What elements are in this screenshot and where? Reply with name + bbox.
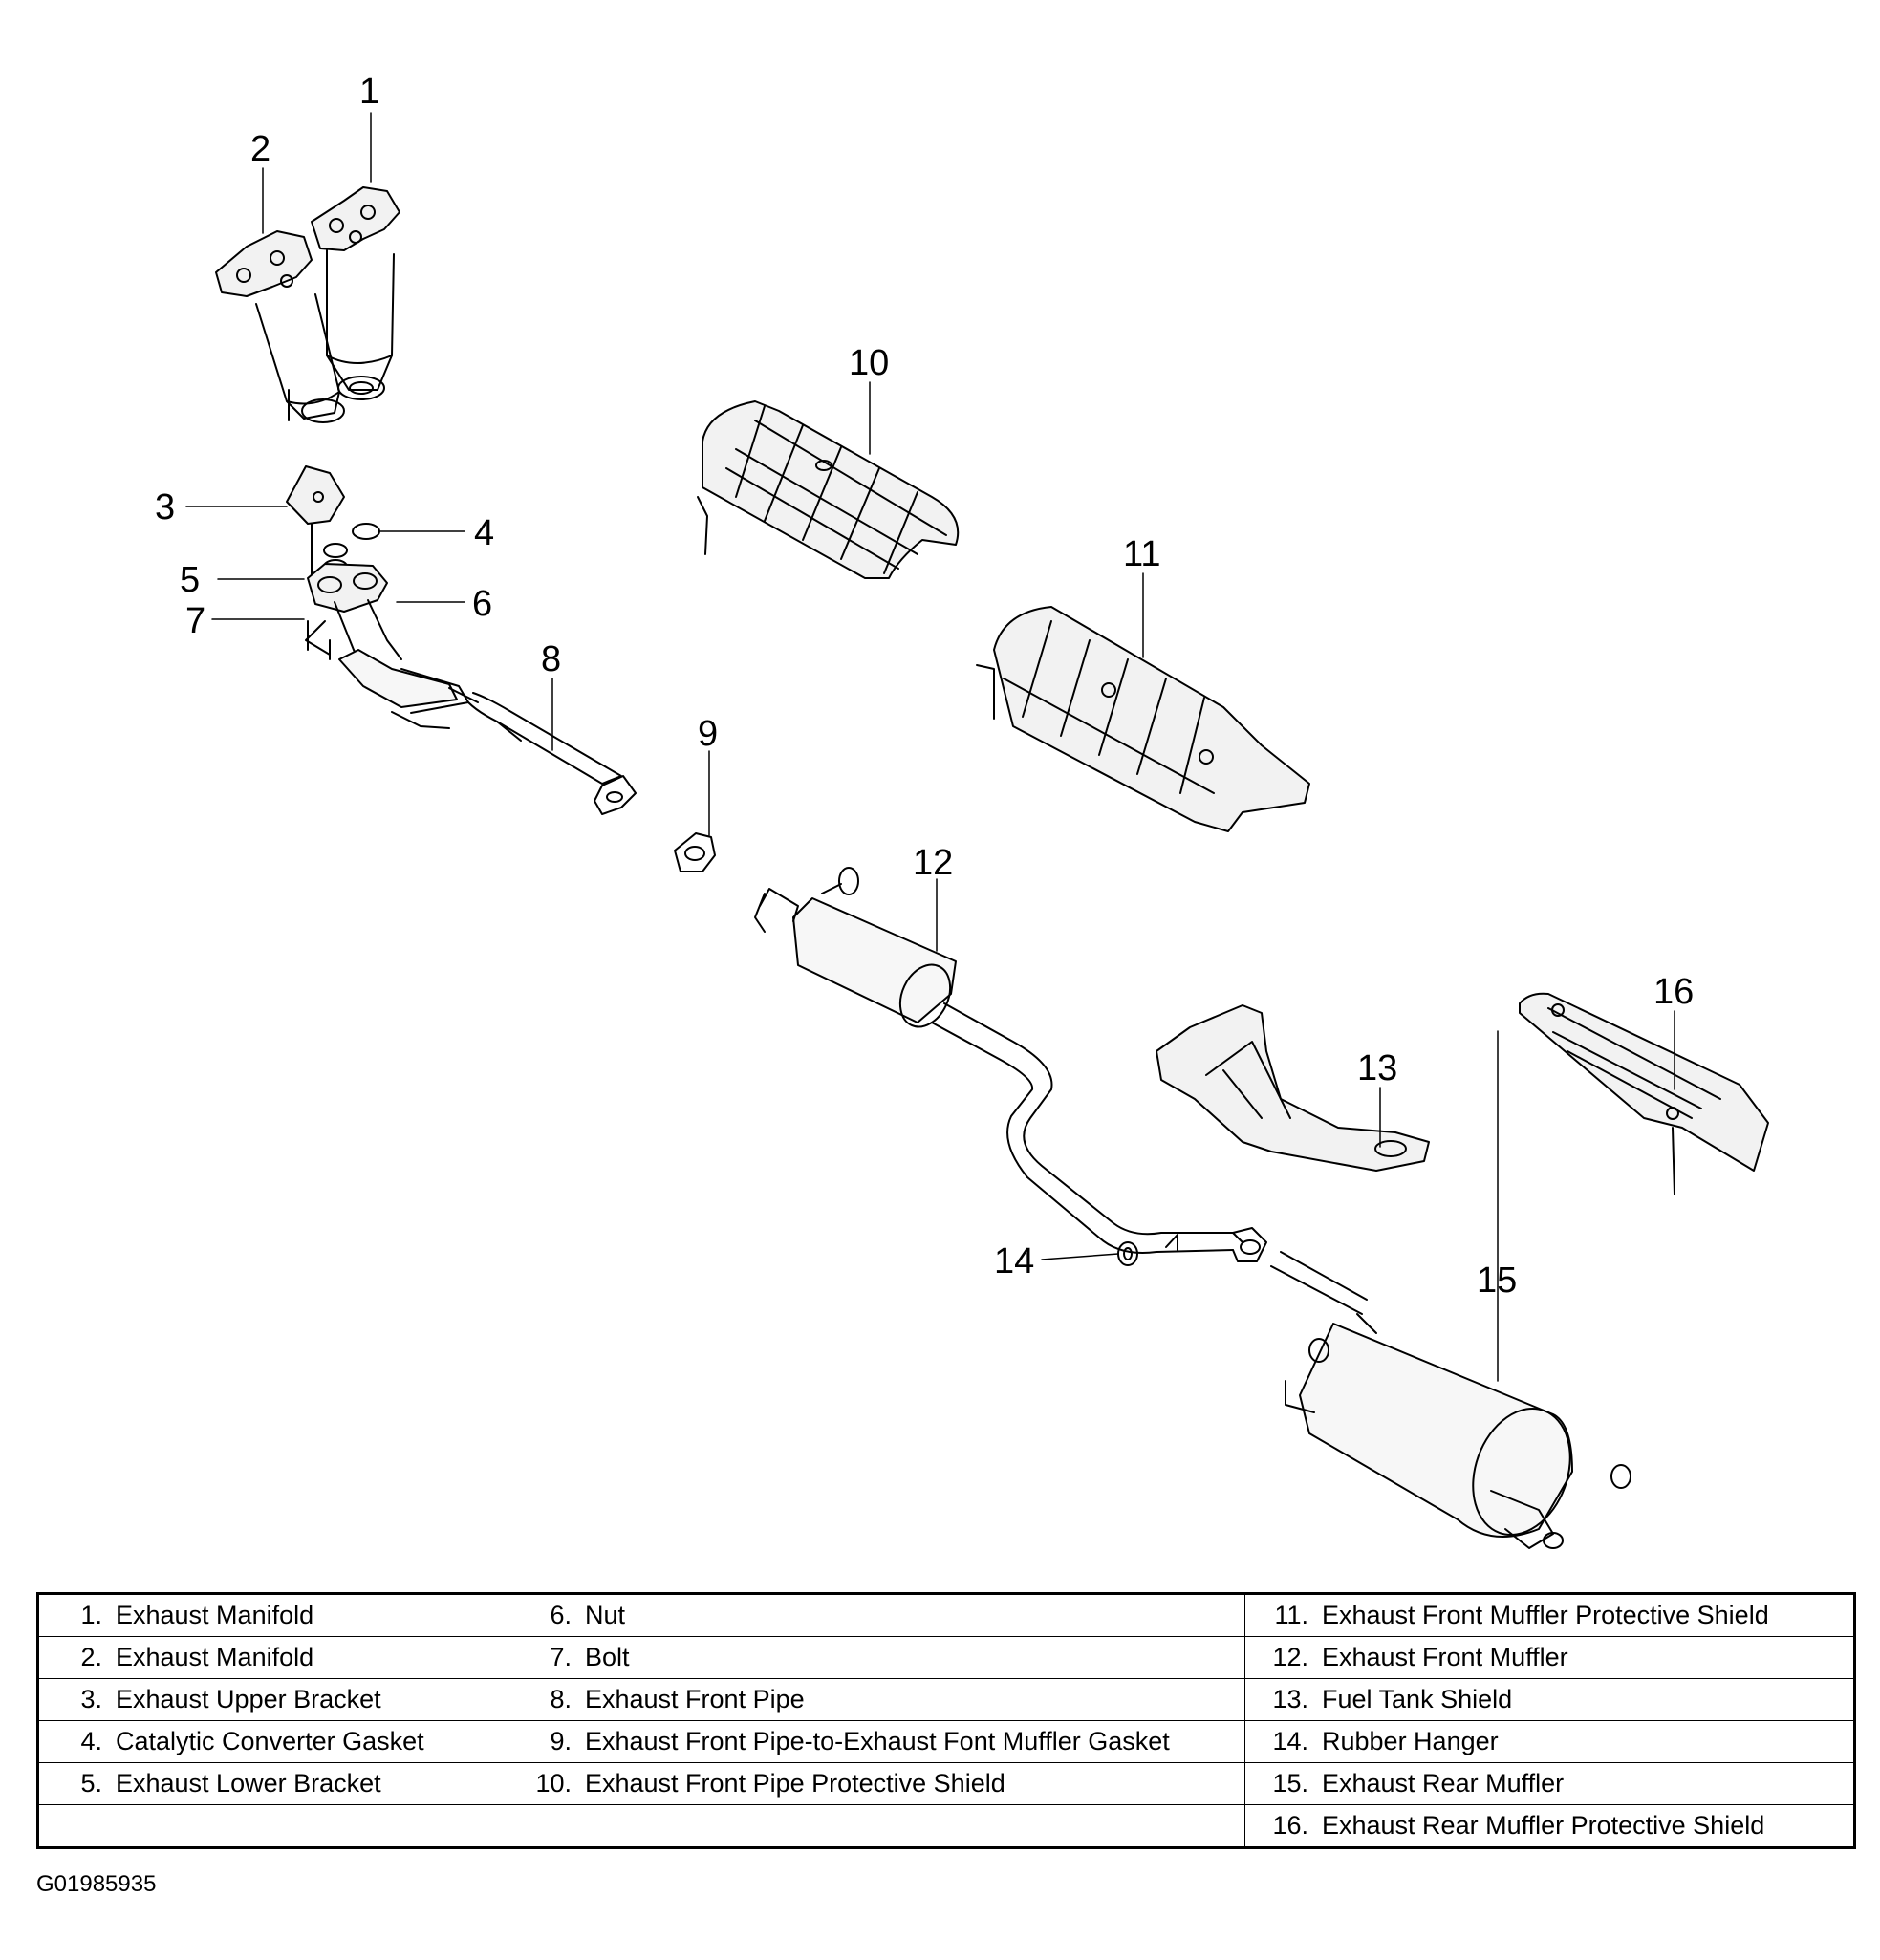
legend-row: 4. Catalytic Converter Gasket 9. Exhaust F… — [37, 1720, 1855, 1763]
figure-code: G01985935 — [36, 1871, 157, 1897]
legend-number: 9. — [550, 1727, 572, 1755]
legend-label: Exhaust Rear Muffler Protective Shield — [1322, 1811, 1765, 1840]
legend-label: Exhaust Front Muffler — [1322, 1643, 1568, 1671]
legend-row: 3. Exhaust Upper Bracket 8. Exhaust Front … — [37, 1678, 1855, 1721]
legend-label: Exhaust Rear Muffler — [1322, 1769, 1565, 1798]
legend-cell: 1. Exhaust Manifold — [37, 1593, 508, 1637]
callout-11: 11 — [1123, 534, 1160, 574]
callout-16: 16 — [1653, 972, 1694, 1012]
legend-number: 5. — [80, 1769, 102, 1798]
exhaust-front-muffler-drawing — [754, 867, 957, 1028]
callout-7: 7 — [185, 601, 205, 641]
legend-cell: 15. Exhaust Rear Muffler — [1244, 1762, 1855, 1805]
legend-label: Rubber Hanger — [1322, 1727, 1499, 1755]
legend-row: 5. Exhaust Lower Bracket 10. Exhaust Front… — [37, 1762, 1855, 1805]
fuel-tank-shield-drawing — [1156, 1004, 1430, 1172]
legend-row: 1. Exhaust Manifold 6. Nut 11. Exhaust Fron… — [37, 1593, 1855, 1637]
legend-number: 10. — [535, 1769, 572, 1798]
legend-label: Nut — [585, 1601, 626, 1629]
legend-label: Catalytic Converter Gasket — [116, 1727, 424, 1755]
exhaust-manifold-1-drawing — [311, 186, 400, 400]
legend-number: 11. — [1274, 1601, 1308, 1629]
legend-number: 15. — [1272, 1769, 1308, 1798]
callout-3: 3 — [155, 487, 175, 528]
legend-label: Bolt — [585, 1643, 630, 1671]
callout-2: 2 — [250, 129, 270, 169]
legend-cell: 3. Exhaust Upper Bracket — [37, 1678, 508, 1721]
legend-cell — [508, 1804, 1245, 1848]
callout-6: 6 — [472, 584, 492, 624]
legend-cell: 12. Exhaust Front Muffler — [1244, 1636, 1855, 1679]
intermediate-pipe-drawing — [931, 1002, 1368, 1315]
callout-14: 14 — [994, 1241, 1034, 1282]
legend-label: Exhaust Front Muffler Protective Shield — [1322, 1601, 1769, 1629]
legend-row: 16. Exhaust Rear Muffler Protective Shiel… — [37, 1804, 1855, 1848]
exhaust-manifold-2-drawing — [215, 230, 345, 423]
legend-number: 14. — [1272, 1727, 1308, 1755]
legend-label: Exhaust Lower Bracket — [116, 1769, 381, 1798]
legend-cell: 4. Catalytic Converter Gasket — [37, 1720, 508, 1763]
exhaust-front-pipe-drawing — [338, 649, 637, 815]
legend-number: 7. — [550, 1643, 572, 1671]
exhaust-upper-bracket-drawing — [286, 465, 345, 584]
parts-legend-table: 1. Exhaust Manifold 6. Nut 11. Exhaust Fron… — [36, 1592, 1856, 1849]
legend-cell: 9. Exhaust Front Pipe-to-Exhaust Font Muf… — [508, 1720, 1245, 1763]
legend-cell: 16. Exhaust Rear Muffler Protective Shiel… — [1244, 1804, 1855, 1848]
legend-number: 6. — [550, 1601, 572, 1629]
callout-5: 5 — [180, 560, 200, 600]
front-pipe-gasket-drawing — [674, 832, 716, 872]
legend-cell: 6. Nut — [508, 1593, 1245, 1637]
legend-cell — [37, 1804, 508, 1848]
callout-15: 15 — [1477, 1260, 1517, 1301]
legend-number: 1. — [80, 1601, 102, 1629]
legend-cell: 14. Rubber Hanger — [1244, 1720, 1855, 1763]
rubber-hanger-drawing — [1117, 1234, 1178, 1266]
legend-cell: 13. Fuel Tank Shield — [1244, 1678, 1855, 1721]
legend-cell: 5. Exhaust Lower Bracket — [37, 1762, 508, 1805]
legend-number: 13. — [1272, 1685, 1308, 1713]
callout-10: 10 — [849, 343, 889, 383]
callout-8: 8 — [541, 639, 561, 679]
legend-row: 2. Exhaust Manifold 7. Bolt 12. Exhaust Fro… — [37, 1636, 1855, 1679]
legend-label: Exhaust Manifold — [116, 1601, 314, 1629]
legend-cell: 10. Exhaust Front Pipe Protective Shield — [508, 1762, 1245, 1805]
legend-label: Exhaust Front Pipe Protective Shield — [585, 1769, 1005, 1798]
leader-lines — [185, 112, 1675, 1382]
legend-label: Exhaust Front Pipe — [585, 1685, 805, 1713]
legend-cell: 7. Bolt — [508, 1636, 1245, 1679]
legend-number: 2. — [80, 1643, 102, 1671]
legend-number: 3. — [80, 1685, 102, 1713]
exhaust-rear-muffler-drawing — [1285, 1313, 1631, 1549]
exhaust-front-pipe-protective-shield-drawing — [697, 400, 960, 579]
callout-9: 9 — [698, 714, 718, 754]
legend-cell: 2. Exhaust Manifold — [37, 1636, 508, 1679]
legend-cell: 11. Exhaust Front Muffler Protective Shie… — [1244, 1593, 1855, 1637]
exhaust-rear-muffler-protective-shield-drawing — [1519, 992, 1769, 1195]
legend-label: Exhaust Upper Bracket — [116, 1685, 381, 1713]
callout-12: 12 — [913, 843, 953, 883]
legend-number: 4. — [80, 1727, 102, 1755]
legend-number: 16. — [1272, 1811, 1308, 1840]
legend-number: 8. — [550, 1685, 572, 1713]
exhaust-system-exploded-diagram: 1 2 3 4 5 6 7 8 9 10 11 12 13 14 15 16 — [155, 72, 1769, 1549]
legend-label: Exhaust Front Pipe-to-Exhaust Font Muffl… — [585, 1727, 1170, 1755]
legend-label: Fuel Tank Shield — [1322, 1685, 1513, 1713]
legend-label: Exhaust Manifold — [116, 1643, 314, 1671]
legend-number: 12. — [1272, 1643, 1308, 1671]
exhaust-front-muffler-protective-shield-drawing — [976, 606, 1310, 832]
legend-cell: 8. Exhaust Front Pipe — [508, 1678, 1245, 1721]
callout-4: 4 — [474, 513, 494, 553]
callout-13: 13 — [1357, 1048, 1397, 1088]
callout-1: 1 — [359, 72, 379, 112]
